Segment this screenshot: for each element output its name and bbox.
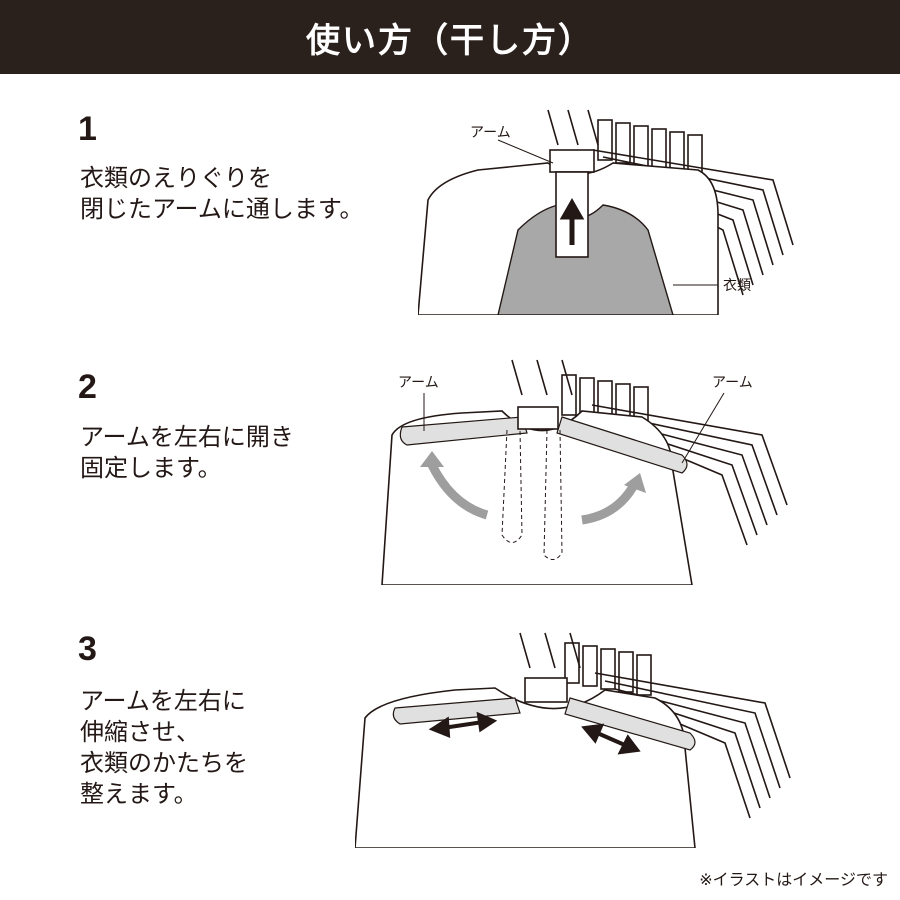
- step-1-illustration: アーム 衣類: [418, 105, 798, 315]
- step-2-number: 2: [78, 368, 97, 406]
- step-1-line-1: 衣類のえりぐりを: [80, 164, 272, 192]
- left-curve-arrow-icon: [427, 462, 489, 520]
- white-shirt: [381, 410, 693, 585]
- right-arm: [556, 416, 688, 474]
- step-1-number: 1: [78, 110, 97, 148]
- dashed-arm-right: [543, 429, 563, 560]
- left-curve-arrowhead-icon: [420, 451, 444, 467]
- hanger-stack: [519, 632, 791, 819]
- up-arrow-icon: [559, 197, 585, 245]
- right-double-arrow-icon: [581, 723, 641, 755]
- right-arm: [564, 697, 696, 751]
- step-2-line-2: 固定します。: [80, 454, 222, 482]
- step-3-line-3: 衣類のかたちを: [80, 749, 248, 777]
- step-3-line-2: 伸縮させ、: [80, 718, 200, 746]
- left-arm-callout: アーム: [398, 375, 439, 391]
- step-3-line-4: 整えます。: [80, 780, 198, 808]
- right-curve-arrowhead-icon: [624, 473, 646, 493]
- left-double-arrow-icon: [428, 711, 498, 739]
- dashed-arm-left: [501, 429, 523, 543]
- clothing-callout: 衣類: [723, 278, 751, 294]
- step-3-text: アームを左右に 伸縮させ、 衣類のかたちを 整えます。: [80, 686, 248, 810]
- arm-callout: アーム: [470, 125, 511, 141]
- step-2-text: アームを左右に開き 固定します。: [80, 422, 294, 484]
- arm-head: [549, 149, 595, 173]
- step-3-number: 3: [78, 630, 97, 668]
- step-2-line-1: アームを左右に開き: [80, 423, 294, 451]
- left-arm: [399, 416, 528, 446]
- arm-callout-line: [497, 139, 554, 164]
- step-3-illustration: [355, 628, 805, 848]
- step-1-text: 衣類のえりぐりを 閉じたアームに通します。: [80, 163, 363, 225]
- page-header: 使い方（干し方）: [0, 0, 900, 74]
- right-curve-arrow-icon: [581, 482, 638, 525]
- right-arm-callout: アーム: [712, 375, 753, 391]
- arm-head: [524, 677, 568, 703]
- step-2-illustration: アーム アーム: [362, 355, 802, 585]
- step-3-line-1: アームを左右に: [80, 687, 246, 715]
- left-arm: [392, 697, 521, 725]
- step-1-line-2: 閉じたアームに通します。: [80, 195, 364, 223]
- footnote: ※イラストはイメージです: [699, 870, 888, 889]
- page-title: 使い方（干し方）: [306, 20, 594, 61]
- right-arm-callout-line: [681, 392, 725, 464]
- arm-head: [517, 406, 559, 430]
